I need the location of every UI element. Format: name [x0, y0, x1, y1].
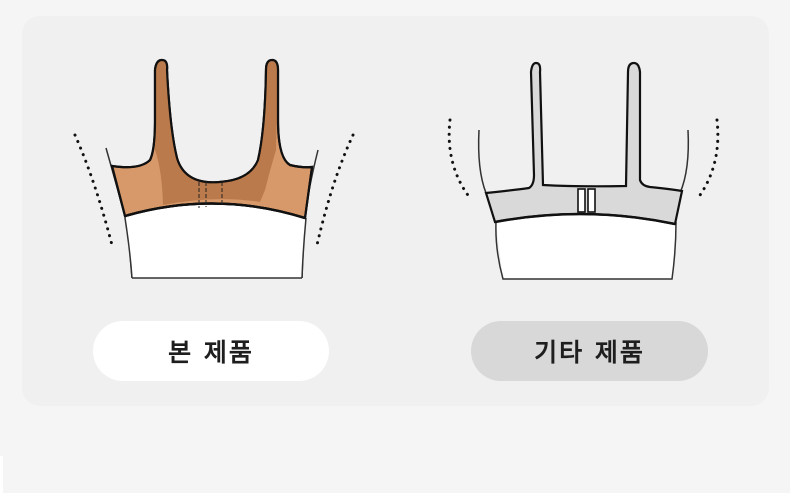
other-product-label-button[interactable]: 기타 제품	[471, 321, 708, 381]
bra-back-view-thin-straps-icon	[447, 61, 720, 280]
bra-back-view-wide-straps-icon	[73, 58, 355, 279]
page-edge-marker	[0, 456, 3, 493]
this-product-label-button[interactable]: 본 제품	[93, 321, 329, 381]
